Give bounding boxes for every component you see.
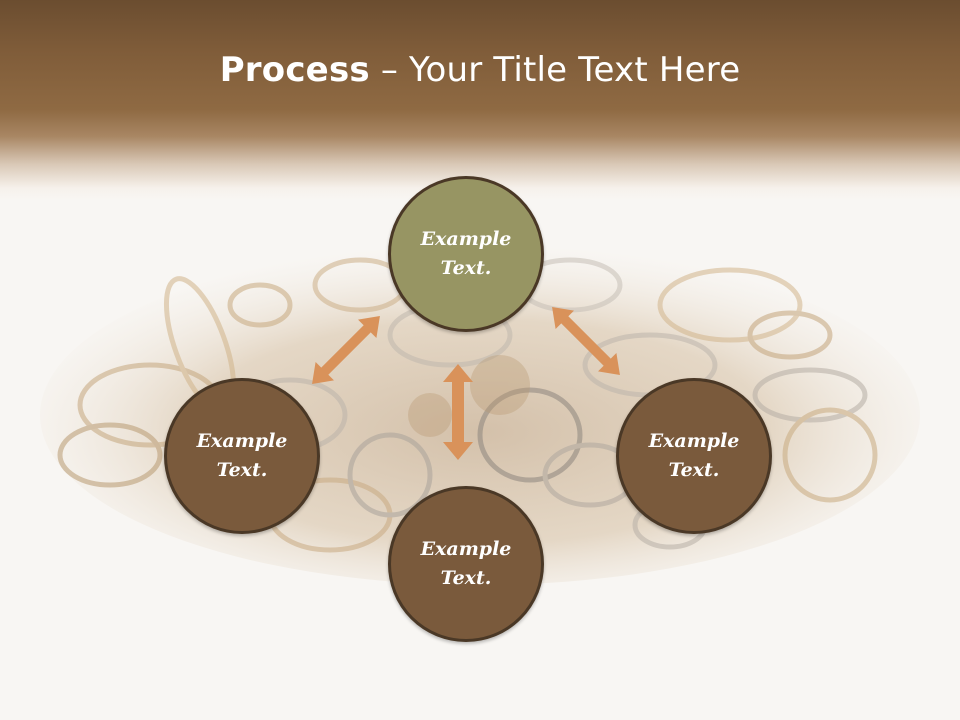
- slide-title: Process – Your Title Text Here: [0, 50, 960, 90]
- process-node-right[interactable]: Example Text.: [616, 378, 772, 534]
- title-bold: Process: [219, 50, 370, 90]
- process-node-left[interactable]: Example Text.: [164, 378, 320, 534]
- process-node-bottom[interactable]: Example Text.: [388, 486, 544, 642]
- node-top-text: Example Text.: [420, 228, 512, 279]
- node-bottom-text: Example Text.: [420, 538, 512, 589]
- header-band: [0, 0, 960, 200]
- node-left-text: Example Text.: [196, 430, 288, 481]
- title-rest: – Your Title Text Here: [369, 50, 741, 90]
- node-right-text: Example Text.: [648, 430, 740, 481]
- process-node-top[interactable]: Example Text.: [388, 176, 544, 332]
